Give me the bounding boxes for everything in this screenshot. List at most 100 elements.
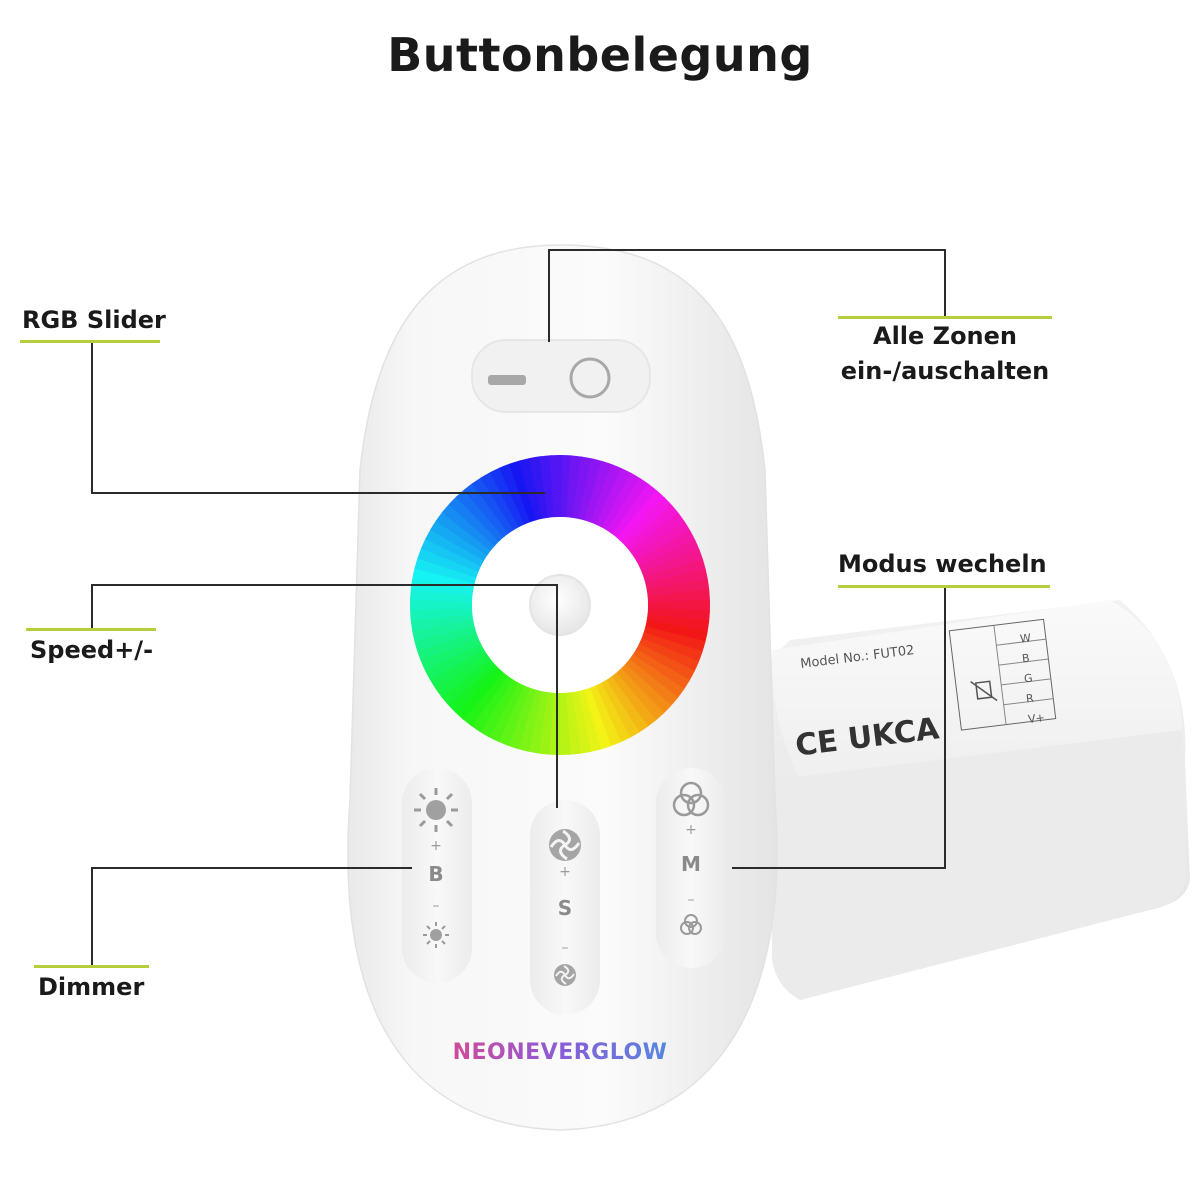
all-zones-button[interactable] [471, 339, 651, 413]
ring-segment [497, 684, 530, 746]
ring-center-button [529, 574, 591, 636]
ring-segment [549, 455, 563, 518]
label-speed: Speed+/- [30, 636, 154, 664]
ring-segment [411, 619, 475, 642]
mode-minus: – [687, 892, 695, 908]
ring-segment [638, 637, 700, 673]
ring-segment [430, 519, 488, 561]
ring-segment [441, 503, 496, 551]
ring-segment [594, 682, 631, 743]
ring-segment [557, 692, 571, 756]
ring-segment [646, 614, 710, 634]
ring-segment [620, 663, 672, 715]
brightness-pill[interactable] [402, 768, 472, 983]
ring-segment [429, 647, 488, 689]
ring-segment [588, 685, 622, 747]
ring-segment [636, 530, 696, 568]
ring-segment [595, 467, 633, 528]
mode-pill[interactable] [656, 768, 726, 968]
label-all-zones-line1: Alle Zonen [873, 322, 1017, 350]
ring-segment [577, 689, 602, 753]
on-icon [569, 357, 611, 399]
ring-segment [647, 608, 710, 623]
ring-segment [629, 512, 686, 557]
ring-segment [471, 476, 515, 534]
receiver-box [770, 600, 1190, 1000]
ring-segment [412, 566, 475, 590]
ring-segment [447, 662, 499, 713]
ring-segment [508, 460, 537, 523]
ring-segment [610, 672, 657, 728]
ring-segment [461, 671, 509, 727]
ring-segment [639, 539, 700, 574]
sun-small-icon [423, 922, 449, 948]
brightness-plus: + [430, 838, 442, 854]
ring-segment [537, 691, 554, 755]
ring-segment [410, 587, 473, 602]
ring-segment [487, 682, 525, 743]
label-dimmer: Dimmer [38, 973, 145, 1001]
mode-up-icon [672, 781, 710, 817]
ring-segment [528, 456, 549, 519]
ring-segment [455, 488, 505, 542]
speed-letter: S [557, 896, 573, 920]
speed-down-icon [554, 964, 576, 986]
speed-up-icon [549, 829, 581, 861]
ring-segment [480, 471, 520, 531]
label-all-zones-line2: ein-/auschalten [840, 357, 1050, 385]
ring-segment [643, 626, 706, 654]
ring-segment [413, 625, 477, 652]
ring-segment [600, 679, 640, 739]
speed-pill[interactable] [530, 800, 600, 1015]
underline-mode [838, 585, 1050, 588]
ring-segment [516, 689, 542, 752]
ring-segment [425, 528, 485, 567]
ring-segment [647, 589, 710, 604]
leader-lines [91, 249, 946, 965]
ring-segment [410, 606, 473, 621]
receiver-terminal: B [1021, 651, 1031, 666]
ring-segment [571, 691, 592, 754]
ring-segment [470, 675, 514, 733]
mode-down-icon [680, 914, 702, 935]
label-mode: Modus wecheln [838, 550, 1047, 578]
ring-segment [414, 556, 477, 584]
underline-speed [26, 628, 156, 631]
receiver-terminal: V+ [1027, 711, 1046, 726]
ring-segment [478, 678, 519, 738]
ring-segment [635, 643, 695, 682]
ring-segment [506, 687, 536, 750]
ring-segment [435, 511, 492, 556]
ring-segment [518, 457, 543, 521]
speed-minus: – [561, 940, 569, 956]
speed-plus: + [559, 864, 571, 880]
ring-segment [420, 636, 481, 671]
receiver-terminal: R [1025, 691, 1035, 706]
ring-segment [417, 546, 479, 578]
ring-segment [424, 642, 484, 680]
rgb-color-ring[interactable] [410, 455, 710, 756]
ring-segment [628, 654, 685, 699]
ring-segment [434, 653, 491, 698]
ring-segment [590, 464, 623, 526]
ring-segment [420, 537, 482, 573]
brand-logo: NEONEVERGLOW [430, 1040, 690, 1065]
ring-segment [616, 490, 666, 543]
ring-segment [572, 456, 594, 520]
ring-segment [416, 631, 479, 662]
ring-segment [440, 658, 495, 706]
off-icon [488, 375, 526, 385]
underline-rgb-slider [20, 340, 160, 343]
ring-segment [641, 548, 704, 579]
sun-icon [414, 788, 458, 832]
ring-segment [625, 504, 680, 552]
ring-segment [624, 659, 679, 707]
ring-segment [606, 477, 650, 535]
underline-all-zones [838, 316, 1052, 319]
label-rgb-slider: RGB Slider [22, 306, 166, 334]
mode-plus: + [685, 822, 697, 838]
underline-dimmer [34, 965, 149, 968]
ring-segment [448, 495, 500, 547]
ring-segment [410, 576, 474, 596]
